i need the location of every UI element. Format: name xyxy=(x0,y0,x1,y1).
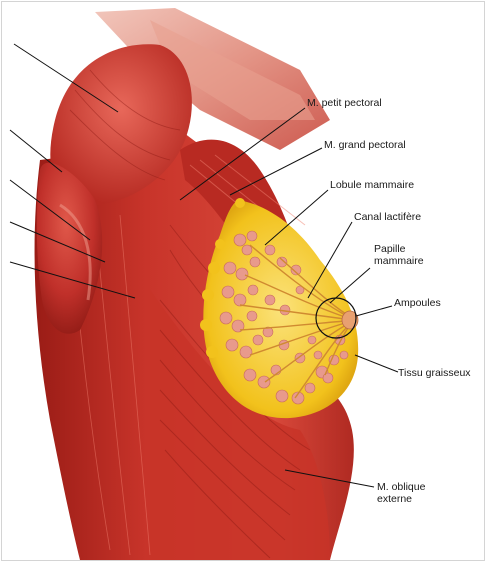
label-petit-pectoral: M. petit pectoral xyxy=(307,97,382,109)
label-lobule-mammaire: Lobule mammaire xyxy=(330,179,414,191)
label-tissu-graisseux: Tissu graisseux xyxy=(398,367,471,379)
label-ampoules: Ampoules xyxy=(394,297,441,309)
label-oblique-line1: M. oblique xyxy=(377,481,425,493)
label-papille-line2: mammaire xyxy=(374,255,424,267)
label-oblique-line2: externe xyxy=(377,493,412,505)
label-canal-lactifere: Canal lactifère xyxy=(354,211,421,223)
label-grand-pectoral: M. grand pectoral xyxy=(324,139,406,151)
label-papille-line1: Papille xyxy=(374,243,406,255)
